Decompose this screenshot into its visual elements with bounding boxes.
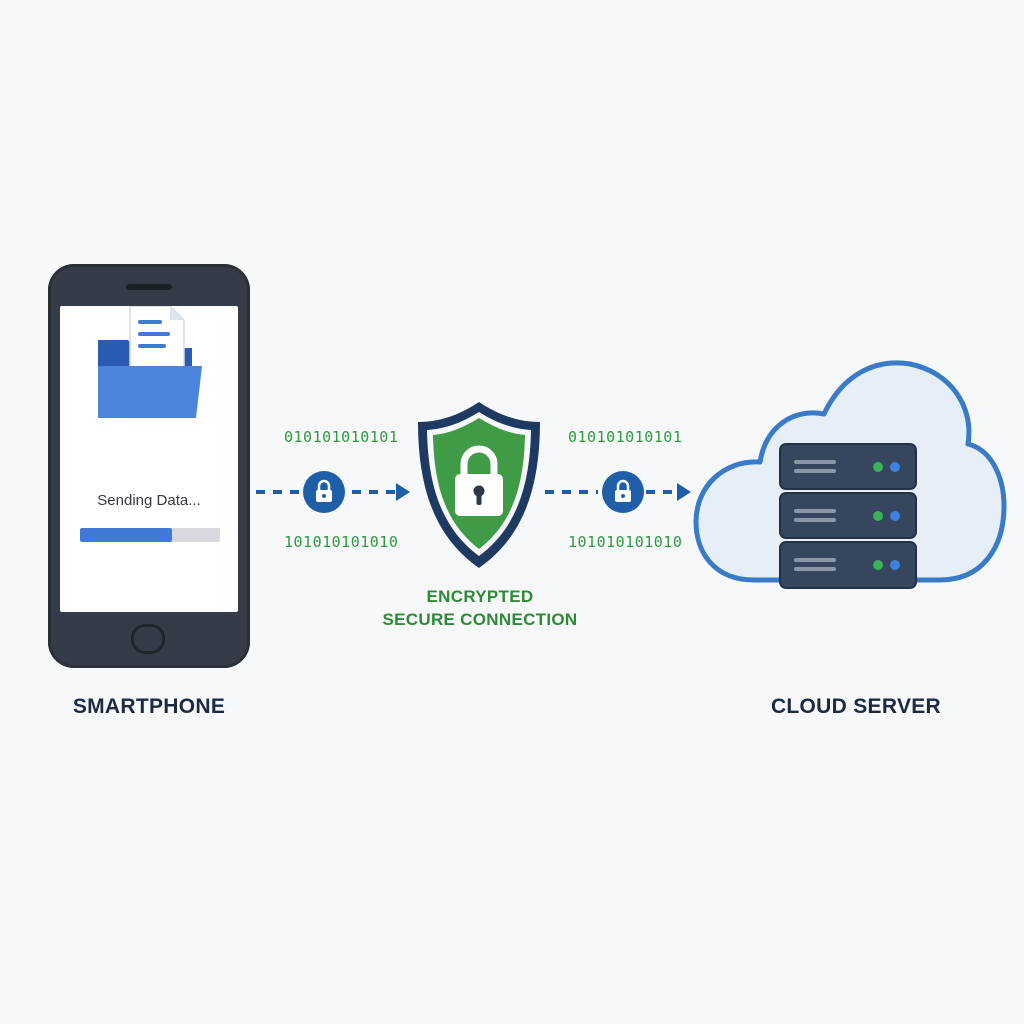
shield-caption: ENCRYPTED SECURE CONNECTION <box>340 585 620 631</box>
lock-icon <box>455 445 503 516</box>
folder-document-icon <box>98 306 202 418</box>
phone-speaker <box>126 284 172 290</box>
lock-icon <box>316 479 332 502</box>
lock-badge-right <box>602 471 644 513</box>
binary-stream-bottom-right: 101010101010 <box>568 533 683 551</box>
arrow-right-icon <box>396 483 410 501</box>
server-icon <box>779 443 917 589</box>
caption-secure-connection: SECURE CONNECTION <box>382 610 578 629</box>
lock-icon <box>615 479 631 502</box>
server-unit <box>779 443 917 490</box>
caption-encrypted: ENCRYPTED <box>426 587 534 606</box>
server-unit <box>779 492 917 539</box>
smartphone-label: SMARTPHONE <box>72 695 226 718</box>
phone-screen: Sending Data... <box>60 306 238 612</box>
phone-home-button <box>131 624 165 654</box>
lock-badge-left <box>303 471 345 513</box>
sending-status-text: Sending Data... <box>97 492 201 509</box>
arrow-right-icon <box>677 483 691 501</box>
upload-progress-fill <box>80 528 173 542</box>
cloud-server-label: CLOUD SERVER <box>770 695 942 718</box>
server-unit <box>779 541 917 589</box>
smartphone: Sending Data... <box>48 264 250 668</box>
upload-progress-bar <box>80 528 220 542</box>
folder-icon <box>98 366 202 418</box>
binary-stream-top-right: 010101010101 <box>568 428 683 446</box>
binary-stream-bottom-left: 101010101010 <box>284 533 399 551</box>
shield-icon <box>418 402 540 568</box>
binary-stream-top-left: 010101010101 <box>284 428 399 446</box>
